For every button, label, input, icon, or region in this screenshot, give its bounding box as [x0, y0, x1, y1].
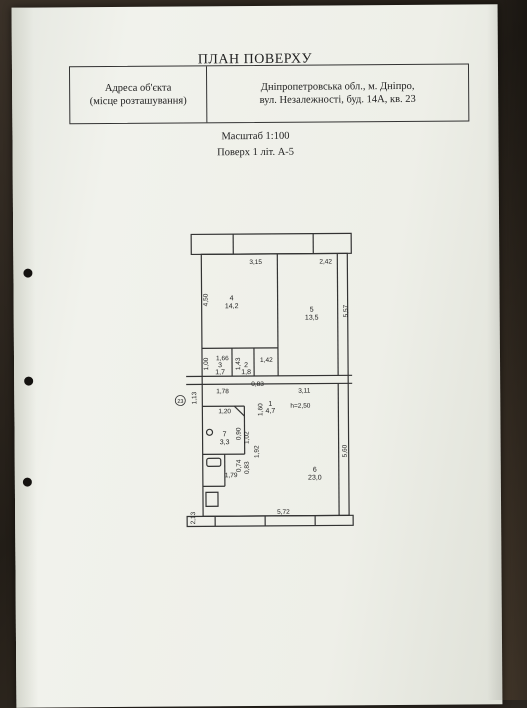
address-table: Адреса об'єкта (місце розташування) Дніп…: [69, 64, 469, 125]
dim-bath-d: 0,83: [244, 461, 251, 474]
dim-hall-right: 3,11: [298, 388, 311, 395]
dim-top-left: 3,15: [249, 259, 262, 266]
marker-number: 23: [177, 399, 183, 405]
room-number: 5: [310, 307, 314, 314]
scale-label: Масштаб 1:100: [12, 129, 498, 143]
dim-room6-height: 5,60: [342, 444, 349, 457]
dim-room5-height: 5,57: [343, 304, 350, 317]
room-number: 7: [223, 431, 227, 438]
page-fold: [12, 8, 39, 708]
dim-bottom-left: 2,13: [190, 511, 197, 524]
ceiling-height: h=2,50: [290, 403, 310, 410]
room-area: 1,7: [215, 369, 225, 376]
document-page: ПЛАН ПОВЕРХУ Адреса об'єкта (місце розта…: [12, 4, 503, 707]
room-area: 1,8: [241, 369, 251, 376]
room-number: 4: [230, 295, 234, 302]
binder-hole: [23, 269, 32, 278]
floor-plan: 3,15 2,42 4,50 5,57 1,00 1,66 1,43 1,42 …: [173, 225, 375, 546]
dim-room3-width: 1,66: [216, 355, 229, 362]
dim-room2-width: 1,42: [260, 357, 273, 364]
dim-bath-b: 1,02: [244, 431, 251, 444]
room-area: 13,5: [305, 315, 319, 322]
dim-kitchen-width: 1,79: [225, 472, 238, 479]
dim-bottom-width: 5,72: [277, 509, 290, 516]
dim-hall-mid: 0,83: [251, 381, 264, 388]
address-label: Адреса об'єкта: [105, 82, 172, 95]
address-value-line1: Дніпропетровська обл., м. Дніпро,: [261, 80, 415, 94]
edge-shadow: [487, 0, 527, 700]
dim-bath-e: 1,92: [254, 445, 261, 458]
dim-hall-left: 1,78: [216, 388, 229, 395]
dim-room7-width: 1,20: [218, 408, 231, 415]
room-number: 1: [268, 401, 272, 408]
address-value-line2: вул. Незалежності, буд. 14А, кв. 23: [260, 93, 416, 107]
room-number: 3: [218, 362, 222, 369]
binder-hole: [24, 377, 33, 386]
binder-hole: [23, 478, 32, 487]
dim-top-right: 2,42: [319, 258, 332, 265]
dim-mid-left: 1,00: [203, 357, 210, 370]
room-area: 14,2: [225, 303, 239, 310]
room-area: 3,3: [220, 439, 230, 446]
room-number: 6: [313, 467, 317, 474]
room-area: 23,0: [308, 475, 322, 482]
floor-label: Поверх 1 літ. А-5: [13, 145, 499, 159]
dim-room4-height: 4,50: [203, 293, 210, 306]
address-value-cell: Дніпропетровська обл., м. Дніпро, вул. Н…: [207, 65, 468, 123]
room-number: 2: [244, 362, 248, 369]
dim-room1-height: 1,60: [257, 403, 264, 416]
address-label-sub: (місце розташування): [90, 94, 187, 108]
dim-bath-c: 0,74: [236, 459, 243, 472]
address-label-cell: Адреса об'єкта (місце розташування): [70, 66, 207, 123]
dim-bath-a: 0,90: [235, 427, 242, 440]
room-area: 4,7: [265, 408, 275, 415]
dim-left-small: 1,13: [191, 391, 198, 404]
